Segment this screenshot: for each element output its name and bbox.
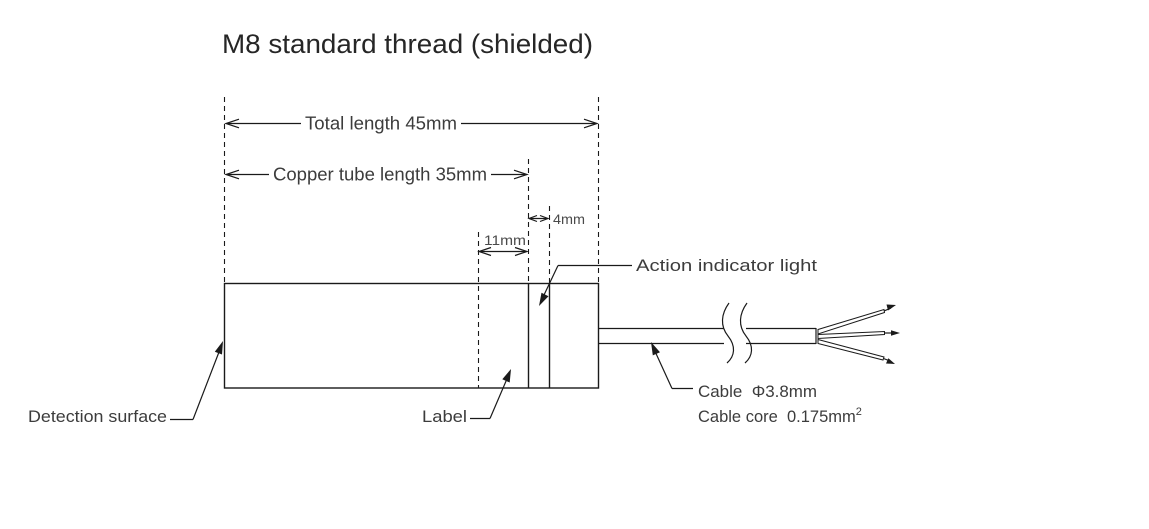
cable-diameter-label: Cable Φ3.8mm: [698, 383, 817, 401]
wire-top: [817, 308, 886, 335]
dim-4mm-arrow-left-icon: [527, 214, 538, 223]
sensor-body: [223, 282, 600, 389]
wire-middle: [817, 330, 885, 340]
dim-copper-tube: Copper tube length 35mm: [224, 165, 529, 185]
dim-copper-tube-label: Copper tube length 35mm: [273, 165, 487, 185]
leader-label-diagonal: [489, 379, 508, 419]
label-callout-text: Label: [422, 408, 467, 426]
wire-bottom-arrow-icon: [886, 358, 895, 364]
cable-break-curve-1: [721, 302, 735, 364]
action-indicator-label: Action indicator light: [636, 257, 817, 275]
dim-4mm: 4mm: [527, 212, 585, 227]
leader-detection-arrow-icon: [214, 341, 223, 355]
leader-detection-diagonal: [192, 351, 220, 420]
dim-total-length: Total length 45mm: [224, 114, 599, 134]
cable-core-label-base: Cable core 0.175mm: [698, 408, 856, 426]
dim-4mm-label: 4mm: [553, 212, 585, 227]
dim-11mm-label: 11mm: [484, 233, 526, 248]
leader-label-arrow-icon: [502, 369, 511, 383]
leader-cable-diagonal: [655, 353, 673, 389]
dim-4mm-arrow-right-icon: [539, 214, 550, 223]
cable: [598, 302, 817, 364]
dim-total-length-label: Total length 45mm: [305, 114, 457, 134]
dim-copper-arrow-right-icon: [513, 169, 529, 180]
dim-total-arrow-left-icon: [224, 118, 240, 129]
leader-cable: Cable Φ3.8mm Cable core 0.175mm2: [651, 342, 862, 426]
dim-total-arrow-right-icon: [583, 118, 599, 129]
leader-label: Label: [422, 369, 511, 426]
cable-wires: [817, 304, 900, 364]
cable-break-curve-2: [739, 302, 753, 364]
leader-cable-arrow-icon: [651, 342, 660, 356]
leader-action-indicator: Action indicator light: [539, 257, 817, 306]
leader-action-diagonal: [543, 265, 559, 296]
leader-action-arrow-icon: [539, 292, 549, 306]
dim-copper-arrow-left-icon: [224, 169, 240, 180]
leader-detection-surface: Detection surface: [28, 341, 223, 426]
detection-surface-label: Detection surface: [28, 408, 167, 426]
wire-middle-arrow-icon: [891, 330, 900, 336]
dim-11mm-arrow-left-icon: [477, 246, 492, 257]
cable-core-label-superscript: 2: [856, 406, 862, 418]
wire-top-arrow-icon: [886, 304, 896, 311]
cable-core-label: Cable core 0.175mm2: [698, 406, 862, 426]
dim-11mm-arrow-right-icon: [514, 246, 529, 257]
diagram-title: M8 standard thread (shielded): [222, 29, 593, 59]
dim-11mm: 11mm: [477, 233, 529, 257]
wire-bottom: [817, 338, 885, 361]
